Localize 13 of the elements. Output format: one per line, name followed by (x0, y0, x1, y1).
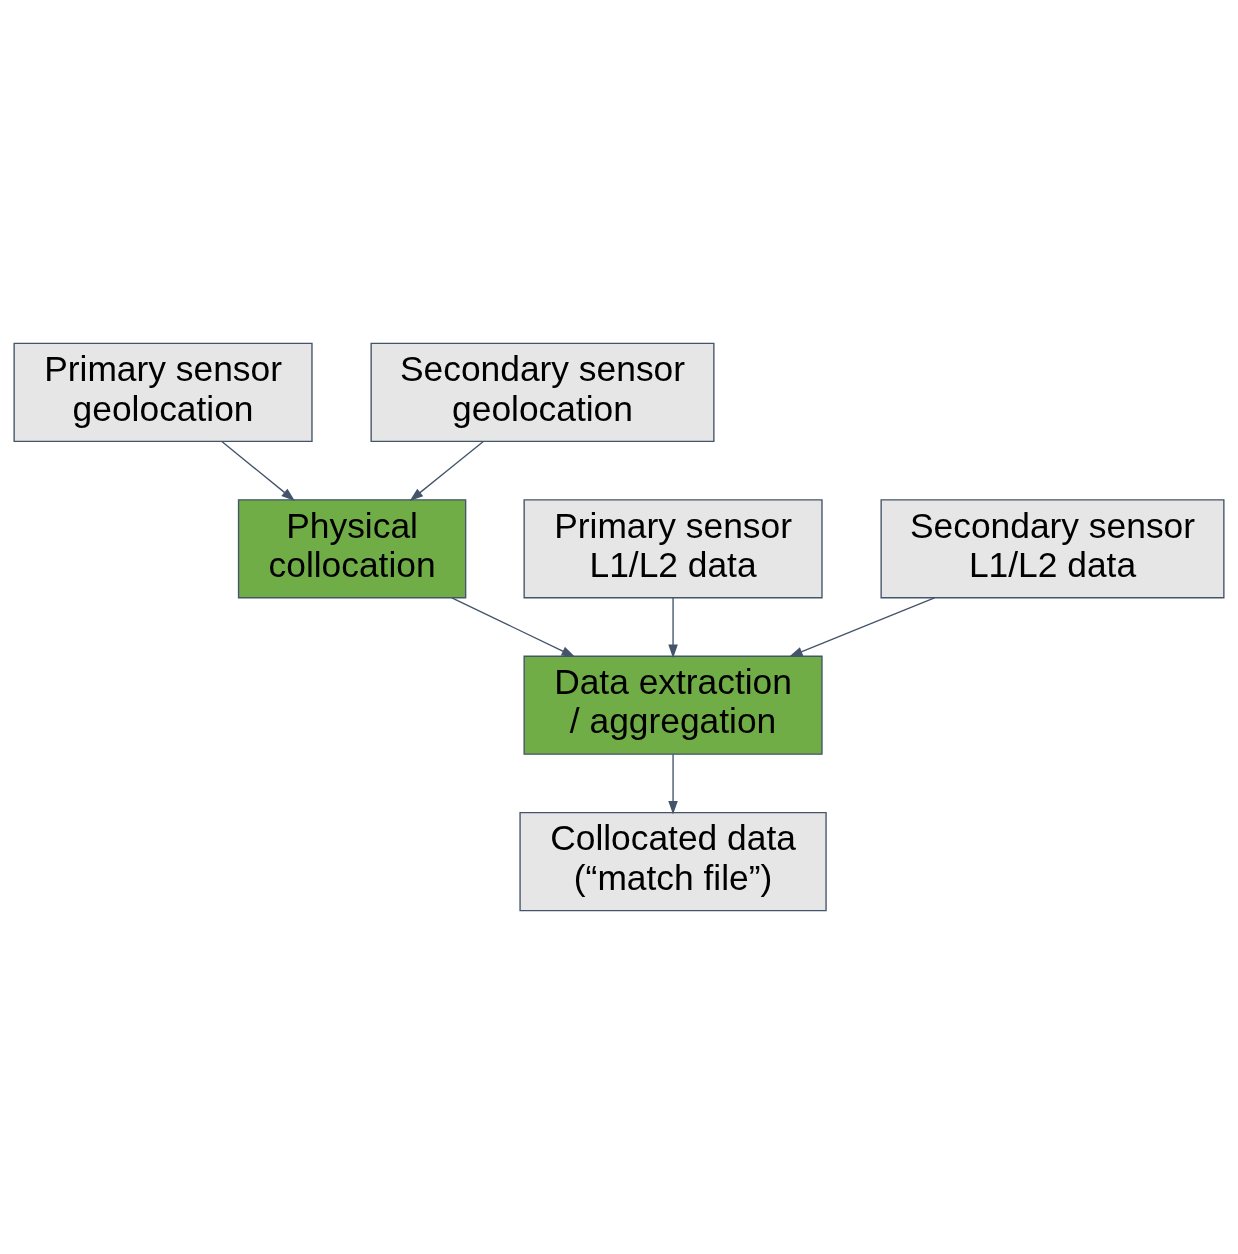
node-box: Data extraction / aggregation (523, 655, 823, 755)
node-box: Collocated data (“match file”) (519, 811, 827, 912)
arrow (451, 597, 576, 657)
arrow (409, 440, 484, 501)
arrow (221, 440, 295, 501)
node-box: Secondary sensor L1/L2 data (880, 499, 1225, 599)
node-box: Primary sensor geolocation (13, 342, 313, 443)
node-box: Physical collocation (237, 499, 467, 599)
arrow (668, 753, 678, 815)
node-box: Primary sensor L1/L2 data (523, 499, 823, 599)
arrow (789, 597, 936, 657)
arrow (668, 597, 678, 659)
node-box: Secondary sensor geolocation (370, 342, 715, 443)
